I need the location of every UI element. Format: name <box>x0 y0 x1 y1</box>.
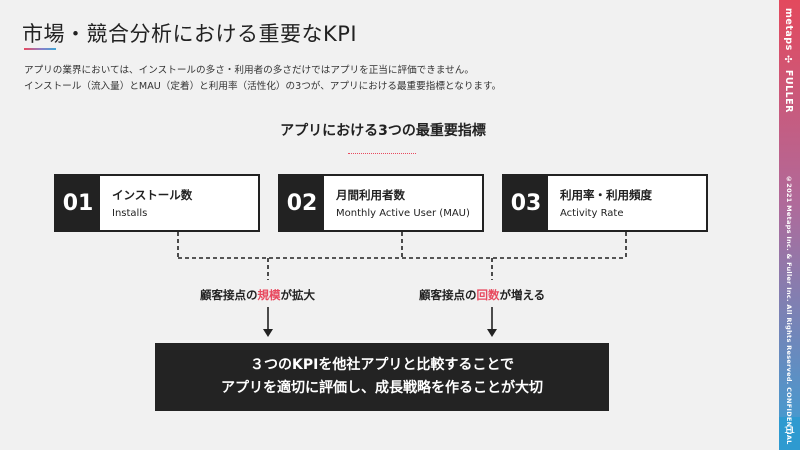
section-subtitle: アプリにおける3つの最重要指標 <box>280 123 486 139</box>
kpi-card-activity: 03 利用率・利用頻度 Activity Rate <box>502 174 708 232</box>
page-number: 11 <box>783 426 796 436</box>
label-text: 顧客接点の <box>200 288 258 302</box>
label-text: が増える <box>499 288 546 302</box>
brand-sidebar <box>779 0 800 450</box>
arrow-head-right <box>487 329 497 337</box>
kpi-subtitle: Installs <box>112 208 148 219</box>
kpi-title: 利用率・利用頻度 <box>560 188 652 202</box>
kpi-subtitle: Monthly Active User (MAU) <box>336 208 470 219</box>
copyright-text: ©2021 Metaps Inc. & Fuller Inc. All Righ… <box>785 175 793 445</box>
page-title: 市場・競合分析における重要なKPI <box>22 22 358 46</box>
conclusion-line-2: アプリを適切に評価し、成長戦略を作ることが大切 <box>221 380 543 396</box>
arrow-head-left <box>263 329 273 337</box>
kpi-number: 02 <box>280 176 324 230</box>
label-scale: 顧客接点の規模が拡大 <box>200 287 315 303</box>
label-text: が拡大 <box>280 288 316 302</box>
conclusion-box: ３つのKPIを他社アプリと比較することで アプリを適切に評価し、成長戦略を作るこ… <box>155 343 609 411</box>
conclusion-line-1: ３つのKPIを他社アプリと比較することで <box>250 357 514 373</box>
label-highlight: 回数 <box>476 288 500 302</box>
kpi-card-installs: 01 インストール数 Installs <box>54 174 260 232</box>
description-line-1: アプリの業界においては、インストールの多さ・利用者の多さだけではアプリを正当に評… <box>24 65 474 76</box>
description: アプリの業界においては、インストールの多さ・利用者の多さだけではアプリを正当に評… <box>24 63 501 95</box>
kpi-title: インストール数 <box>112 188 193 202</box>
sidebar-footer <box>779 417 800 450</box>
kpi-number: 03 <box>504 176 548 230</box>
description-line-2: インストール（流入量）とMAU（定着）と利用率（活性化）の3つが、アプリにおける… <box>24 81 502 92</box>
brand-logo: metaps ✣ FULLER <box>783 8 794 113</box>
kpi-subtitle: Activity Rate <box>560 208 624 219</box>
label-frequency: 顧客接点の回数が増える <box>419 287 545 303</box>
kpi-card-mau: 02 月間利用者数 Monthly Active User (MAU) <box>278 174 484 232</box>
label-highlight: 規模 <box>257 288 281 302</box>
title-underline <box>24 48 56 50</box>
kpi-title: 月間利用者数 <box>336 188 405 202</box>
label-text: 顧客接点の <box>419 288 477 302</box>
subtitle-underline <box>348 153 416 154</box>
connector-lines <box>177 232 627 337</box>
kpi-number: 01 <box>56 176 100 230</box>
